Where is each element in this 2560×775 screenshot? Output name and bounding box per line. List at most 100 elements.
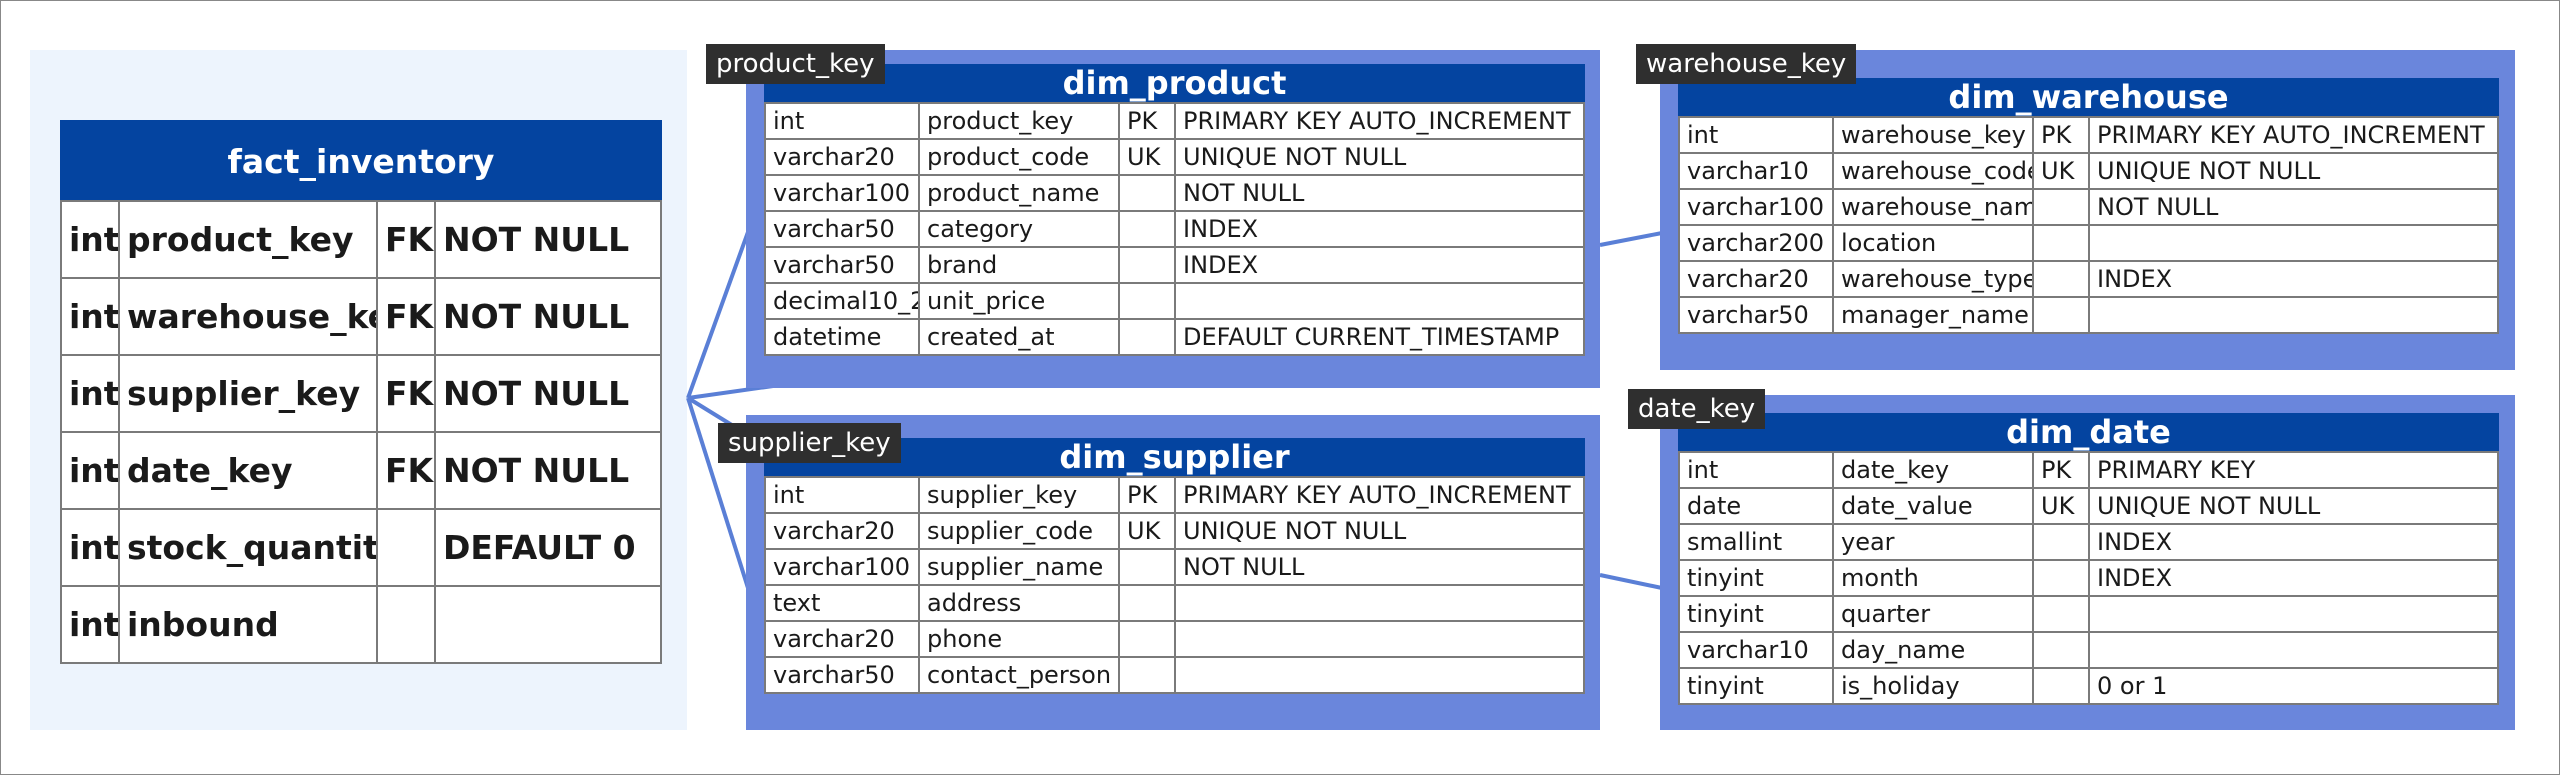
link-fact-product <box>686 231 750 399</box>
column-name: manager_name <box>1832 296 2034 334</box>
column-name: date_key <box>1832 451 2034 489</box>
column-type: varchar50 <box>1678 296 1834 334</box>
column-constraint: NOT NULL <box>1174 174 1585 212</box>
supplier-key-label: supplier_key <box>718 423 901 463</box>
column-key: UK <box>2032 152 2090 190</box>
column-type: int <box>764 102 920 140</box>
column-key <box>1118 584 1176 622</box>
column-key <box>1118 620 1176 658</box>
link-supplier-date <box>1599 573 1663 590</box>
column-name: month <box>1832 559 2034 597</box>
column-name: product_key <box>918 102 1120 140</box>
column-key: FK <box>376 277 436 356</box>
link-fact-supplier <box>686 397 750 589</box>
column-name: warehouse_key <box>118 277 378 356</box>
column-key <box>1118 656 1176 694</box>
column-constraint <box>1174 620 1585 658</box>
column-constraint <box>2088 631 2499 669</box>
column-type: int <box>1678 116 1834 154</box>
column-type: smallint <box>1678 523 1834 561</box>
column-name: phone <box>918 620 1120 658</box>
column-constraint: NOT NULL <box>434 277 662 356</box>
column-key: UK <box>2032 487 2090 525</box>
column-key: PK <box>2032 116 2090 154</box>
column-constraint: PRIMARY KEY AUTO_INCREMENT <box>1174 476 1585 514</box>
column-key <box>2032 224 2090 262</box>
column-type: varchar20 <box>764 620 920 658</box>
column-name: year <box>1832 523 2034 561</box>
column-constraint: INDEX <box>2088 559 2499 597</box>
column-constraint: DEFAULT 0 <box>434 508 662 587</box>
column-type: date <box>1678 487 1834 525</box>
column-key <box>1118 548 1176 586</box>
column-key: FK <box>376 354 436 433</box>
column-key: FK <box>376 200 436 279</box>
column-type: varchar20 <box>764 512 920 550</box>
column-name: supplier_key <box>918 476 1120 514</box>
column-key <box>1118 174 1176 212</box>
column-name: category <box>918 210 1120 248</box>
column-constraint: PRIMARY KEY AUTO_INCREMENT <box>2088 116 2499 154</box>
column-constraint: INDEX <box>1174 210 1585 248</box>
column-name: day_name <box>1832 631 2034 669</box>
column-type: tinyint <box>1678 559 1834 597</box>
column-type: int <box>1678 451 1834 489</box>
column-type: int <box>764 476 920 514</box>
column-name: is_holiday <box>1832 667 2034 705</box>
column-key: UK <box>1118 512 1176 550</box>
dim-warehouse-title: dim_warehouse <box>1678 78 2499 116</box>
column-type: tinyint <box>1678 667 1834 705</box>
column-constraint: PRIMARY KEY <box>2088 451 2499 489</box>
column-type: varchar10 <box>1678 152 1834 190</box>
column-key <box>376 508 436 587</box>
column-type: varchar50 <box>764 656 920 694</box>
column-name: location <box>1832 224 2034 262</box>
column-constraint: INDEX <box>2088 523 2499 561</box>
column-key <box>376 585 436 664</box>
column-constraint: DEFAULT CURRENT_TIMESTAMP <box>1174 318 1585 356</box>
warehouse-key-label: warehouse_key <box>1636 44 1857 84</box>
column-constraint: INDEX <box>1174 246 1585 284</box>
column-constraint <box>1174 584 1585 622</box>
column-key <box>2032 188 2090 226</box>
column-key: FK <box>376 431 436 510</box>
column-constraint <box>2088 595 2499 633</box>
column-type: int <box>60 354 120 433</box>
dim-product-title: dim_product <box>764 64 1585 102</box>
column-constraint <box>2088 296 2499 334</box>
column-name: warehouse_type <box>1832 260 2034 298</box>
column-name: created_at <box>918 318 1120 356</box>
column-name: supplier_key <box>118 354 378 433</box>
column-name: product_key <box>118 200 378 279</box>
column-constraint: UNIQUE NOT NULL <box>1174 138 1585 176</box>
column-key <box>1118 282 1176 320</box>
column-constraint: INDEX <box>2088 260 2499 298</box>
column-constraint <box>434 585 662 664</box>
column-constraint: NOT NULL <box>434 354 662 433</box>
column-constraint: PRIMARY KEY AUTO_INCREMENT <box>1174 102 1585 140</box>
column-name: contact_person <box>918 656 1120 694</box>
